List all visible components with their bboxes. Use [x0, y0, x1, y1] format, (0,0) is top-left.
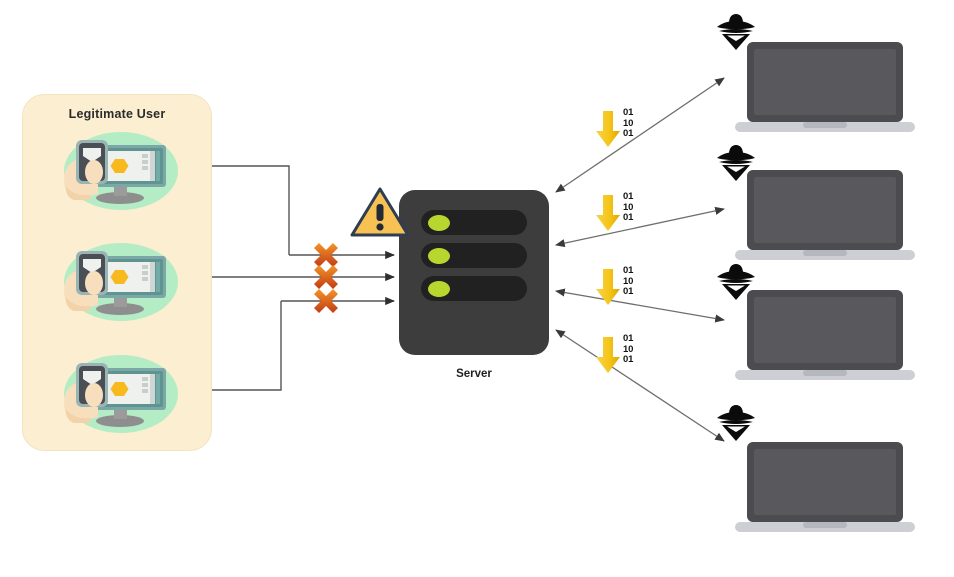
down-arrow-icon: [596, 111, 620, 147]
legit-request-wires: [181, 161, 395, 395]
attacker-1-hacker-badge: [713, 12, 759, 52]
warning-triangle-icon: [350, 187, 410, 237]
payload-flood-4: 01 10 01: [595, 333, 647, 374]
down-arrow-icon: [596, 195, 620, 231]
laptop-icon: [735, 442, 915, 532]
user-at-monitor-icon: [64, 140, 166, 204]
hacker-anonymous-icon: [717, 264, 755, 300]
user-at-monitor-icon: [64, 251, 166, 315]
laptop-icon: [735, 170, 915, 260]
legitimate-user-3[interactable]: [58, 351, 184, 437]
server-led-1: [428, 214, 450, 231]
laptop-icon: [735, 290, 915, 380]
legit-wire-1: [181, 161, 290, 255]
legitimate-user-1[interactable]: [58, 128, 184, 214]
attacker-4-hacker-badge: [713, 403, 759, 443]
legit-wire-3: [181, 301, 282, 395]
attacker-2-laptop[interactable]: [733, 168, 917, 272]
user-at-monitor-icon: [64, 363, 166, 427]
hacker-anonymous-icon: [717, 145, 755, 181]
payload-bits: 01 10 01: [623, 265, 634, 297]
legitimate-user-group-label: Legitimate User: [68, 107, 166, 121]
attack-wire-1: [555, 77, 725, 193]
server-slot-3: [421, 276, 527, 301]
x-block-icon: [314, 289, 338, 313]
attacker-1-laptop[interactable]: [733, 40, 917, 144]
hacker-anonymous-icon: [717, 14, 755, 50]
down-arrow-icon: [596, 269, 620, 305]
payload-bits: 01 10 01: [623, 191, 634, 223]
server-led-2: [428, 247, 450, 264]
attack-wire-3: [555, 288, 725, 323]
server-label: Server: [456, 368, 492, 380]
attacker-4-laptop[interactable]: [733, 440, 917, 544]
attack-wire-2: [555, 206, 725, 248]
hacker-anonymous-icon: [717, 405, 755, 441]
payload-bits: 01 10 01: [623, 333, 634, 365]
attack-wire-4: [555, 329, 725, 442]
attack-wires: [555, 77, 725, 442]
payload-flood-1: 01 10 01: [595, 107, 647, 148]
legitimate-user-2[interactable]: [58, 239, 184, 325]
attacker-2-hacker-badge: [713, 143, 759, 183]
server-warning-badge: [349, 185, 411, 246]
down-arrow-icon: [596, 337, 620, 373]
server-led-3: [428, 280, 450, 297]
payload-flood-2: 01 10 01: [595, 191, 647, 232]
x-block-icon: [314, 243, 338, 267]
x-block-icon: [314, 265, 338, 289]
payload-flood-3: 01 10 01: [595, 265, 647, 306]
server-slot-1: [421, 210, 527, 235]
attacker-3-hacker-badge: [713, 262, 759, 302]
server-slot-2: [421, 243, 527, 268]
payload-bits: 01 10 01: [623, 107, 634, 139]
blocked-request-1: [311, 240, 341, 270]
blocked-request-3: [311, 286, 341, 316]
attacker-3-laptop[interactable]: [733, 288, 917, 392]
blocked-request-2: [311, 262, 341, 292]
laptop-icon: [735, 42, 915, 132]
server-node[interactable]: [399, 190, 549, 355]
